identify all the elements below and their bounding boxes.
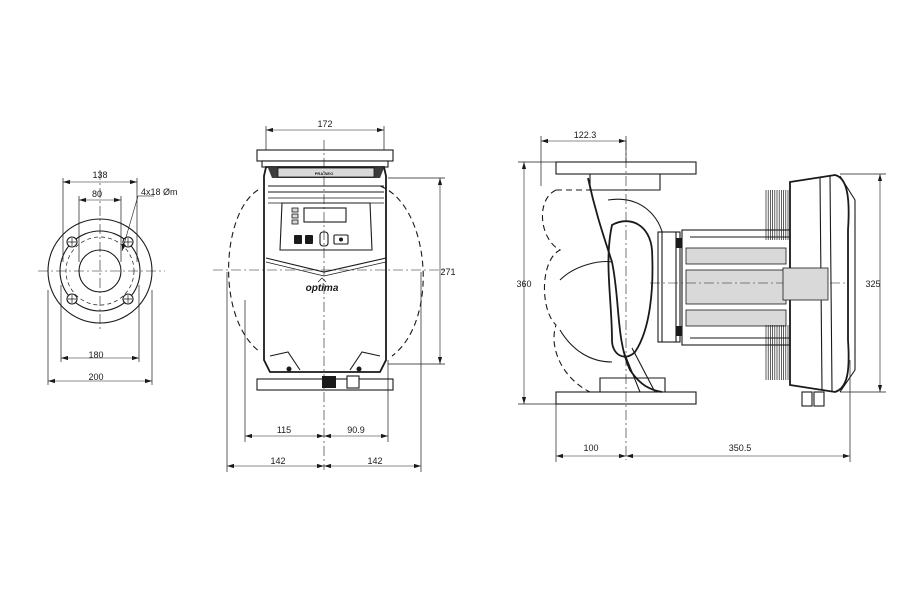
dim-90-9-label: 90.9 — [347, 425, 365, 435]
dim-142-left-label: 142 — [270, 456, 285, 466]
side-volute-dashed — [542, 189, 600, 393]
volute-left-dashed — [228, 189, 261, 353]
dim-180-label: 180 — [88, 350, 103, 360]
dim-200-label: 200 — [88, 372, 103, 382]
model-label: PRA-NEO — [315, 171, 333, 176]
dim-325-label: 325 — [865, 279, 880, 289]
volute-right-dashed — [379, 185, 424, 357]
dim-172-label: 172 — [317, 119, 332, 129]
cooling-fins — [765, 190, 789, 380]
pump-coupling — [657, 231, 681, 343]
control-buttons — [294, 231, 349, 247]
motor-housing — [263, 166, 387, 373]
dim-122-3-label: 122.3 — [574, 130, 597, 140]
control-panel — [279, 202, 373, 251]
dim-350-5-label: 350.5 — [729, 443, 752, 453]
dim-360-label: 360 — [516, 279, 531, 289]
dim-115-label: 115 — [277, 425, 291, 435]
pump-body-curve — [587, 177, 663, 393]
dim-80-label: 80 — [92, 189, 102, 199]
top-cap — [277, 167, 375, 178]
lcd-display — [303, 207, 347, 223]
cable-gland — [322, 376, 336, 388]
pump-inlet-elbow — [607, 220, 654, 358]
dim-142-right-label: 142 — [367, 456, 382, 466]
bolt-callout-label: 4x18 Øm — [141, 187, 178, 197]
front-view: PRA-NEO optima 172 — [213, 119, 456, 472]
dim-271-label: 271 — [440, 267, 455, 277]
side-view: 122.3 360 325 100 350.5 — [516, 130, 886, 462]
side-cable-glands — [801, 391, 825, 407]
flange-view: 138 80 4x18 Øm 180 200 — [38, 170, 178, 385]
dim-138-label: 138 — [92, 170, 107, 180]
dim-100-label: 100 — [583, 443, 598, 453]
top-flange — [256, 149, 394, 162]
brand-logo: optima — [306, 283, 339, 294]
